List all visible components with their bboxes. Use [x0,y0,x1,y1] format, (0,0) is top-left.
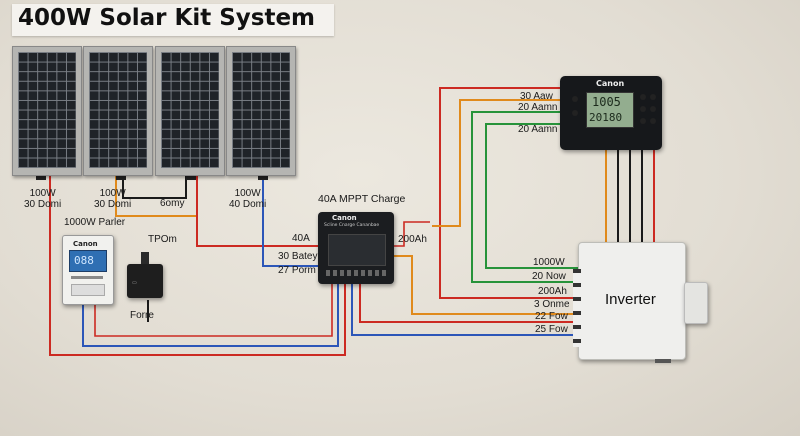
battery-monitor: Canon 1005 20180 [560,76,662,150]
monitor-button[interactable] [640,106,646,112]
solar-panel-3 [155,46,225,176]
solar-panel-2 [83,46,153,176]
wire-red-monitor [439,87,578,299]
controller-right-label: 200Ah [398,234,427,245]
panel-cells [18,52,76,168]
panel-cells [161,52,219,168]
wire-orange-monitor [432,99,560,227]
inverter-label-1: 1000W [533,257,565,268]
panel-label-2-line2: 30 Domi [94,199,132,210]
panel-label-1-line1: 100W [29,188,56,199]
monitor-button[interactable] [640,94,646,100]
meter-terminal-block [71,284,105,296]
wire-blue-panel-controller [262,176,318,267]
monitor-button[interactable] [572,110,578,116]
monitor-label-2: 20 Aamn [518,102,558,113]
monitor-button[interactable] [650,106,656,112]
wire-red-panel-controller [196,176,318,247]
controller-label-port: 27 Porm [278,265,316,276]
wire-red-ctrl-top [394,221,430,247]
inverter-terminals [573,269,581,347]
controller-heading: 40A MPPT Charge [318,193,406,205]
inverter-name: Inverter [605,291,656,308]
panel-label-1-line2: 30 Domi [24,199,62,210]
inverter: Inverter [573,242,686,363]
meter-reading: 088 [74,254,94,267]
panel-connector [36,174,46,180]
controller-terminals [326,270,386,276]
wire-red-outer-loop [49,176,346,356]
fuse-cap [141,252,149,264]
panel-label-4-line1: 100W [234,188,261,199]
monitor-lcd-top: 1005 [592,95,621,109]
meter-lcd: 088 [69,250,107,272]
wire-orange-ctrl-inverter [394,255,578,315]
panel-connector [258,174,268,180]
controller-subtitle: Scline Cnarge Cananbae [324,223,380,228]
wire-red-meter [94,284,333,337]
wire-black-panels [122,176,187,199]
wire-blue-meter-loop [82,284,339,347]
monitor-button[interactable] [650,94,656,100]
meter-label: 1000W Parler [64,217,126,228]
inverter-label-2: 20 Now [532,271,566,282]
panel-label-2-line1: 100W [99,188,126,199]
monitor-label-3: 20 Aamn [518,124,558,135]
meter-strip [71,276,103,279]
power-meter: Canon 088 [62,235,114,305]
panel-connector [186,174,196,180]
wire-green-monitor-1 [471,111,578,283]
panel-label-1: 100W 30 Domi [24,188,61,210]
inverter-label-4: 3 Onme [534,299,570,310]
charge-controller: Canon Scline Cnarge Cananbae [318,212,394,284]
fuse-holder: ▭ [127,252,163,298]
panel-cells [89,52,147,168]
monitor-lcd-bottom: 20180 [589,111,623,124]
inverter-label-3: 200Ah [538,286,567,297]
wire-blue-ctrl-inverter [351,284,578,336]
solar-panel-1 [12,46,82,176]
wire-red-ctrl-inverter [359,284,578,323]
panel-connector [116,174,126,180]
monitor-label-1: 30 Aaw [520,91,553,102]
monitor-brand: Canon [596,79,625,88]
wire-green-monitor-2 [485,123,578,269]
panel-label-4: 100W 40 Domi [229,188,266,210]
monitor-button[interactable] [650,118,656,124]
title-banner: 400W Solar Kit System [12,4,334,36]
fuse-marking: ▭ [132,280,137,286]
controller-brand: Canon [332,214,357,222]
monitor-lcd: 1005 20180 [586,92,634,128]
panel-label-3: 6omy [160,198,185,209]
controller-label-battery: 30 Batey [278,251,318,262]
inverter-label-6: 25 Fow [535,324,568,335]
fuse-top-label: TPOm [148,234,177,245]
panel-label-2: 100W 30 Domi [94,188,131,210]
monitor-button[interactable] [572,96,578,102]
inverter-side-bracket [684,282,708,324]
panel-cells [232,52,290,168]
inverter-label-5: 22 Fow [535,311,568,322]
solar-panel-4 [226,46,296,176]
controller-label-40a: 40A [292,233,310,244]
panel-label-4-line2: 40 Domi [229,199,267,210]
fuse-bottom-label: Forre [130,310,154,321]
page-title: 400W Solar Kit System [18,5,316,31]
controller-face [328,234,386,266]
monitor-button[interactable] [640,118,646,124]
inverter-foot [655,359,671,363]
meter-brand: Canon [73,240,98,248]
